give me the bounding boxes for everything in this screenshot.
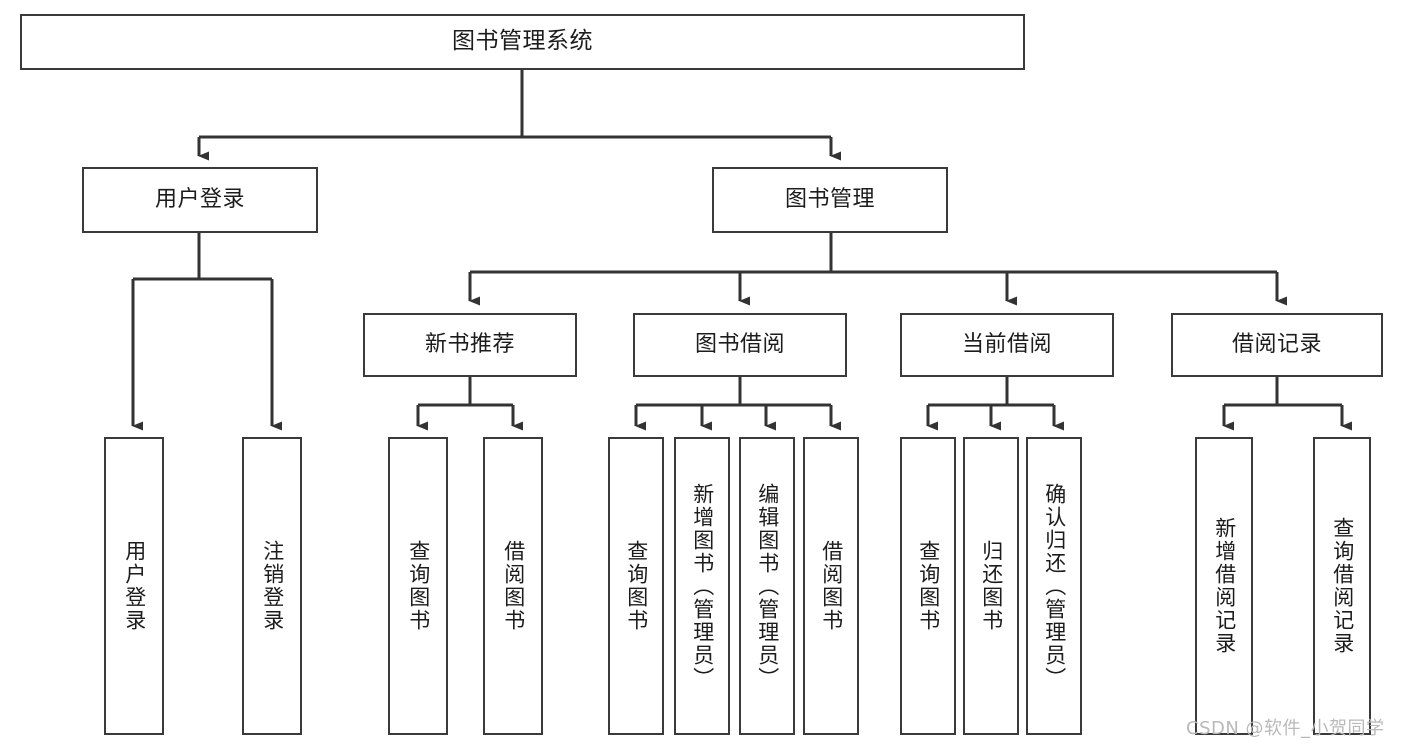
node-leaf-add-book[interactable]: 新增图书（管理员） [674, 437, 730, 735]
node-leaf-return-book[interactable]: 归还图书 [963, 437, 1019, 735]
node-leaf-edit-book-label: 编辑图书（管理员） [755, 482, 780, 690]
node-leaf-logout-label: 注销登录 [260, 540, 285, 632]
node-new-book-recommend-label: 新书推荐 [424, 331, 515, 357]
node-leaf-user-login-label: 用户登录 [122, 540, 147, 632]
node-leaf-rec-borrow-book-label: 借阅图书 [501, 540, 526, 632]
node-leaf-borrow-book-label: 借阅图书 [819, 540, 844, 632]
node-leaf-cur-query-book[interactable]: 查询图书 [900, 437, 956, 735]
node-root[interactable]: 图书管理系统 [20, 14, 1025, 70]
node-leaf-add-book-label: 新增图书（管理员） [690, 482, 715, 690]
node-new-book-recommend[interactable]: 新书推荐 [363, 313, 577, 377]
node-leaf-return-book-label: 归还图书 [979, 540, 1004, 632]
node-leaf-borrow-query-book-label: 查询图书 [624, 540, 649, 632]
node-user-login-label: 用户登录 [154, 186, 245, 212]
node-root-label: 图书管理系统 [452, 28, 593, 55]
node-leaf-logout[interactable]: 注销登录 [242, 437, 302, 735]
node-leaf-cur-query-book-label: 查询图书 [916, 540, 941, 632]
node-leaf-rec-query-book[interactable]: 查询图书 [388, 437, 448, 735]
node-book-manage[interactable]: 图书管理 [712, 167, 948, 233]
node-leaf-rec-query-book-label: 查询图书 [406, 540, 431, 632]
node-leaf-user-login[interactable]: 用户登录 [104, 437, 164, 735]
node-leaf-rec-borrow-book[interactable]: 借阅图书 [483, 437, 543, 735]
node-leaf-edit-book[interactable]: 编辑图书（管理员） [739, 437, 795, 735]
node-leaf-borrow-query-book[interactable]: 查询图书 [608, 437, 664, 735]
node-borrow-record-label: 借阅记录 [1231, 331, 1322, 357]
node-leaf-confirm-return-label: 确认归还（管理员） [1042, 482, 1067, 690]
node-leaf-confirm-return[interactable]: 确认归还（管理员） [1026, 437, 1082, 735]
node-leaf-query-borrow-record[interactable]: 查询借阅记录 [1313, 437, 1371, 735]
node-user-login[interactable]: 用户登录 [82, 167, 318, 233]
node-leaf-borrow-book[interactable]: 借阅图书 [803, 437, 859, 735]
node-borrow-record[interactable]: 借阅记录 [1171, 313, 1383, 377]
node-leaf-query-borrow-record-label: 查询借阅记录 [1330, 517, 1355, 655]
node-current-borrow-label: 当前借阅 [961, 331, 1052, 357]
node-current-borrow[interactable]: 当前借阅 [900, 313, 1114, 377]
node-book-borrow[interactable]: 图书借阅 [633, 313, 847, 377]
node-leaf-add-borrow-record-label: 新增借阅记录 [1212, 517, 1237, 655]
node-leaf-add-borrow-record[interactable]: 新增借阅记录 [1195, 437, 1253, 735]
node-book-borrow-label: 图书借阅 [694, 331, 785, 357]
node-book-manage-label: 图书管理 [784, 186, 875, 212]
